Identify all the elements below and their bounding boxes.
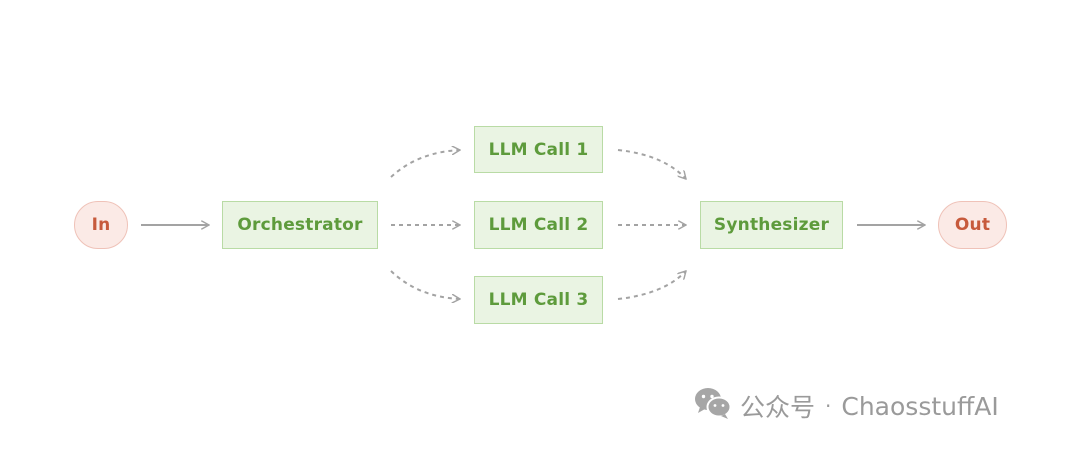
llm-call-3-node: LLM Call 3 (474, 276, 603, 324)
orchestrator-node-label: Orchestrator (237, 215, 363, 235)
watermark-separator: · (825, 394, 832, 418)
out-node: Out (938, 201, 1007, 249)
llm-call-1-node-label: LLM Call 1 (488, 139, 589, 160)
synthesizer-node-label: Synthesizer (713, 215, 830, 235)
watermark-account: ChaosstuffAI (841, 391, 999, 421)
wechat-icon (694, 386, 732, 426)
edge-llm-call-3-to-synthesizer (617, 271, 686, 300)
llm-call-3-node-label: LLM Call 3 (488, 290, 589, 310)
llm-call-1-node: LLM Call 1 (474, 126, 603, 173)
orchestrator-node: Orchestrator (222, 201, 378, 249)
edge-orchestrator-to-llm-call-3 (390, 270, 460, 299)
llm-call-2-node: LLM Call 2 (474, 201, 603, 249)
out-node-label: Out (954, 215, 991, 235)
in-node-label: In (91, 215, 111, 235)
in-node: In (74, 201, 128, 249)
llm-call-2-node-label: LLM Call 2 (488, 215, 589, 235)
synthesizer-node: Synthesizer (700, 201, 843, 249)
watermark-platform: 公众号 (740, 393, 816, 422)
watermark: 公众号 · ChaosstuffAI (694, 388, 999, 424)
edge-llm-call-1-to-synthesizer (617, 149, 686, 179)
edge-orchestrator-to-llm-call-1 (390, 150, 460, 178)
